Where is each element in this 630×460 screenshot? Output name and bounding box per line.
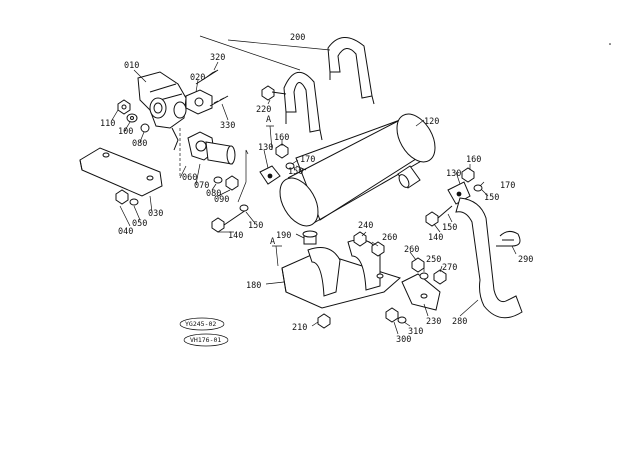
label-170a: 170 — [300, 155, 315, 165]
washer-150a — [239, 204, 249, 212]
bolt-140a — [211, 209, 247, 233]
label-200: 200 — [290, 33, 305, 43]
washer-150b — [285, 162, 295, 170]
nut-160a — [275, 143, 289, 159]
nut-270 — [433, 269, 447, 285]
label-060: 060 — [182, 173, 197, 183]
clamp-130a — [259, 165, 281, 185]
bolt-090 — [225, 175, 239, 191]
label-270: 270 — [442, 263, 457, 273]
stud-330 — [209, 95, 229, 107]
washer-310 — [397, 316, 407, 324]
label-080b: 080 — [206, 189, 221, 199]
bolt-220 — [261, 85, 287, 101]
label-050: 050 — [132, 219, 147, 229]
nut-160b — [461, 167, 475, 183]
label-070: 070 — [194, 181, 209, 191]
reference-code-2: VH176-01 — [190, 336, 221, 344]
nut-260a — [371, 241, 385, 257]
mounting-strap-200a — [283, 72, 323, 141]
tail-pipe-280 — [455, 197, 523, 319]
label-250: 250 — [426, 255, 441, 265]
reference-stamps: YG245-02 VH176-01 — [179, 317, 229, 347]
label-010: 010 — [124, 61, 139, 71]
label-130b: 130 — [446, 169, 461, 179]
label-090: 090 — [214, 195, 229, 205]
bolt-240 — [353, 231, 367, 247]
label-150c: 150 — [484, 193, 499, 203]
label-100: 100 — [118, 127, 133, 137]
washer-250 — [419, 272, 429, 280]
part-labels: 010 020 320 330 110 100 080 040 050 030 … — [100, 33, 533, 345]
label-160a: 160 — [274, 133, 289, 143]
label-140a: 140 — [228, 231, 243, 241]
label-110: 110 — [100, 119, 115, 129]
washer-080a — [140, 123, 150, 133]
label-240: 240 — [358, 221, 373, 231]
label-220: 220 — [256, 105, 271, 115]
label-150-right: 150 — [442, 223, 457, 233]
pipe-stub-060 — [205, 141, 236, 165]
bolt-210 — [317, 313, 331, 329]
washer-150c — [473, 184, 483, 192]
washer-050 — [129, 198, 139, 206]
label-170b: 170 — [500, 181, 515, 191]
mounting-strap-200b — [327, 37, 375, 105]
label-080a: 080 — [132, 139, 147, 149]
label-180: 180 — [246, 281, 261, 291]
label-150b: 150 — [288, 167, 303, 177]
gasket-020 — [185, 89, 213, 115]
exhaust-flange-010 — [137, 71, 187, 178]
label-030: 030 — [148, 209, 163, 219]
leader-lines — [111, 35, 517, 335]
label-280: 280 — [452, 317, 467, 327]
label-120: 120 — [424, 117, 439, 127]
marker-a-bottom: A — [270, 237, 275, 247]
label-260a: 260 — [382, 233, 397, 243]
bolt-190 — [302, 230, 318, 245]
washer-080b — [213, 176, 223, 184]
reference-code-1: YG245-02 — [185, 320, 216, 328]
label-330: 330 — [220, 121, 235, 131]
nut-110 — [117, 99, 131, 115]
label-300: 300 — [396, 335, 411, 345]
spring-clip-290 — [496, 230, 521, 247]
reference-stamp-2 — [183, 333, 229, 347]
marker-a-top: A — [266, 115, 271, 125]
heat-shield-030 — [79, 147, 163, 197]
washer-100 — [126, 113, 138, 123]
label-020: 020 — [190, 73, 205, 83]
label-160b: 160 — [466, 155, 481, 165]
label-210: 210 — [292, 323, 307, 333]
bolt-300 — [385, 307, 399, 323]
bolt-140b — [425, 205, 453, 227]
label-190: 190 — [276, 231, 291, 241]
label-310: 310 — [408, 327, 423, 337]
label-150a: 150 — [248, 221, 263, 231]
bracket-230 — [401, 273, 441, 311]
label-040: 040 — [118, 227, 133, 237]
speck-mark — [609, 43, 611, 45]
label-230: 230 — [426, 317, 441, 327]
label-320: 320 — [210, 53, 225, 63]
stud-320 — [195, 69, 219, 85]
reference-stamp-1 — [179, 317, 225, 331]
label-260b: 260 — [404, 245, 419, 255]
label-130a: 130 — [258, 143, 273, 153]
nut-260b — [411, 257, 425, 273]
label-290: 290 — [518, 255, 533, 265]
muffler-body-120 — [279, 113, 436, 227]
bolt-040 — [115, 189, 129, 205]
label-140b: 140 — [428, 233, 443, 243]
